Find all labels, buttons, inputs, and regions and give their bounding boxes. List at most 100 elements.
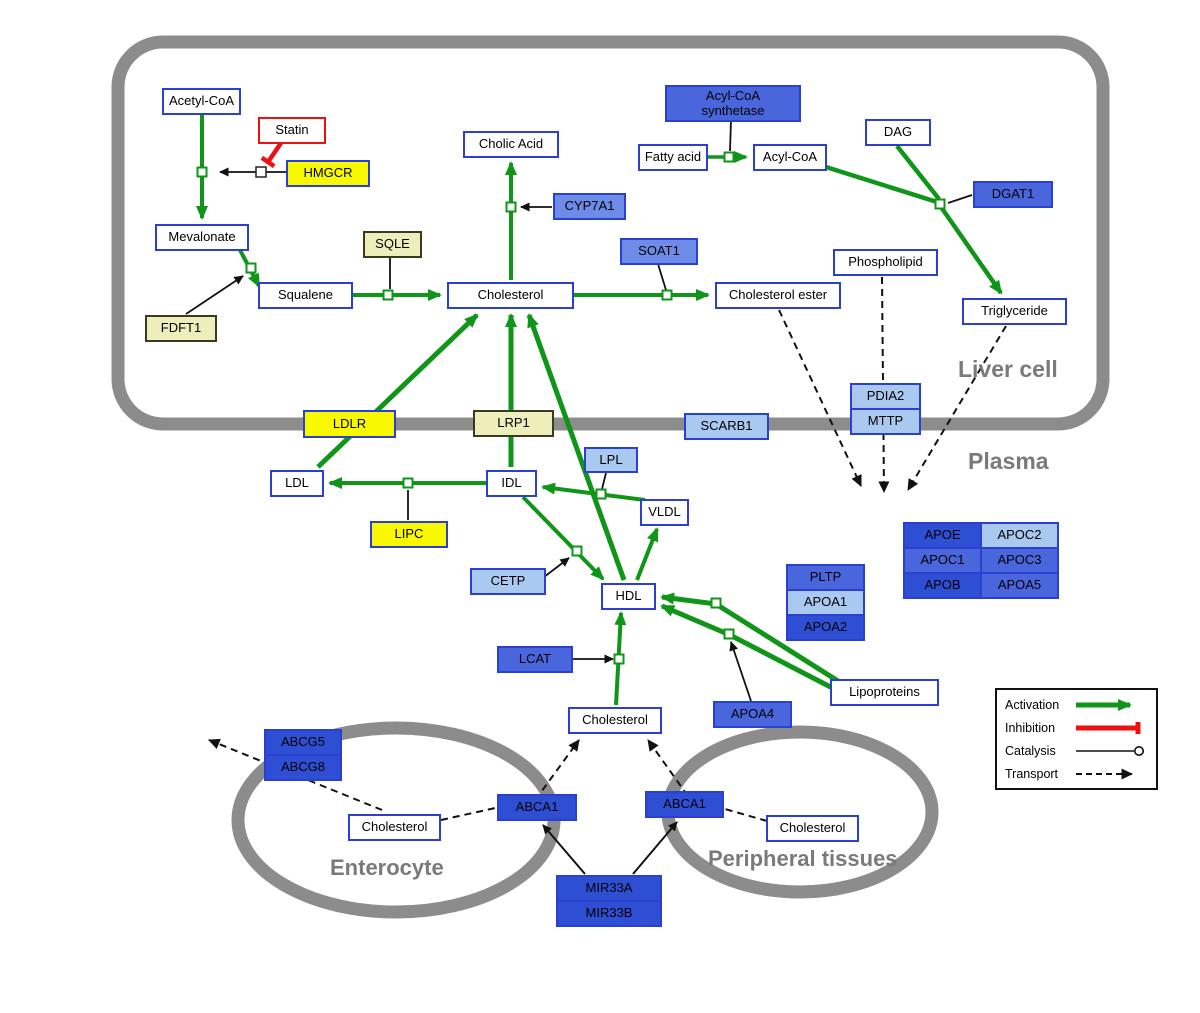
node-phospholipid[interactable]: Phospholipid [833,249,938,276]
node-idl[interactable]: IDL [486,470,537,497]
node-dgat1[interactable]: DGAT1 [973,181,1053,208]
legend-transport-label: Transport [1005,766,1059,781]
node-ldl[interactable]: LDL [270,470,324,497]
node-hdl[interactable]: HDL [601,583,656,610]
reaction-node [934,198,946,210]
edge-ldl-ldlr-cholesterol [316,313,479,469]
node-mir33b[interactable]: MIR33B [556,900,662,927]
node-apoa1[interactable]: APOA1 [786,589,865,616]
edge-cetp-catalysis [543,557,570,578]
edge-hdl-vldl [635,527,659,581]
edge-statin-inhibits-hmgcr [266,141,283,164]
node-apoa4[interactable]: APOA4 [713,701,792,728]
node-cholesterol-ester[interactable]: Cholesterol ester [715,282,841,309]
node-abca1-enterocyte[interactable]: ABCA1 [497,794,577,821]
node-fatty-acid[interactable]: Fatty acid [638,144,708,171]
edge-cholesterolester-plasma [778,309,862,487]
node-scarb1[interactable]: SCARB1 [684,413,769,440]
edge-mir33-abca1-enterocyte [542,824,586,875]
node-pltp[interactable]: PLTP [786,564,865,591]
reaction-node [613,653,625,665]
reaction-node [710,597,722,609]
node-cyp7a1[interactable]: CYP7A1 [553,193,626,220]
node-cholic-acid[interactable]: Cholic Acid [463,131,559,158]
node-mttp[interactable]: MTTP [850,408,921,435]
node-apoe[interactable]: APOE [903,522,982,549]
node-lcat[interactable]: LCAT [497,646,573,673]
node-hmgcr[interactable]: HMGCR [286,160,370,187]
node-acyl-coa-synthetase[interactable]: Acyl-CoA synthetase [665,85,801,122]
node-acyl-coa[interactable]: Acyl-CoA [753,144,827,171]
node-cholesterol-plasma[interactable]: Cholesterol [568,707,662,734]
edge-dag-dgat1-junction [895,144,941,201]
legend-activation-label: Activation [1005,697,1060,712]
node-abcg8[interactable]: ABCG8 [264,754,342,781]
node-fdft1[interactable]: FDFT1 [145,315,217,342]
node-abcg5[interactable]: ABCG5 [264,729,342,756]
edge-mir33-abca1-peripheral [632,821,678,875]
node-triglyceride[interactable]: Triglyceride [962,298,1067,325]
legend: Activation Inhibition Catalysis Transpor… [995,688,1158,790]
node-pdia2[interactable]: PDIA2 [850,383,921,410]
node-mevalonate[interactable]: Mevalonate [155,224,249,251]
node-ldlr[interactable]: LDLR [303,410,396,438]
edge-soat1-catalysis [657,263,667,291]
edge-acylcoa-dgat1-junction [825,164,938,205]
inhibition-tbar-icon [1076,721,1141,734]
edge-hdl-cholesterol [526,313,627,581]
reaction-node [402,477,414,489]
edge-vldl-idl [541,482,646,502]
reaction-node [245,262,257,274]
node-apoa5[interactable]: APOA5 [980,572,1059,599]
node-lrp1[interactable]: LRP1 [473,410,554,437]
inhibition-edges [260,141,283,169]
legend-row-activation: Activation [1005,697,1148,713]
node-lpl[interactable]: LPL [584,447,638,473]
edge-lpl-catalysis [601,472,607,490]
node-acetyl-coa[interactable]: Acetyl-CoA [162,88,241,115]
node-cholesterol-enterocyte[interactable]: Cholesterol [348,814,441,841]
node-vldl[interactable]: VLDL [640,499,689,526]
node-lipc[interactable]: LIPC [370,521,448,548]
node-mir33a[interactable]: MIR33A [556,875,662,902]
edge-dgat1-catalysis [947,194,973,204]
reaction-node [382,289,394,301]
node-cholesterol-liver[interactable]: Cholesterol [447,282,574,309]
node-apoc2[interactable]: APOC2 [980,522,1059,549]
reaction-node [661,289,673,301]
peripheral-tissues-label: Peripheral tissues [708,846,898,871]
transport-dashed-arrow-icon [1076,768,1133,779]
node-apoc1[interactable]: APOC1 [903,547,982,574]
statin-target-node [255,166,267,178]
reaction-node [595,488,607,500]
node-sqle[interactable]: SQLE [363,231,422,258]
legend-row-inhibition: Inhibition [1005,720,1148,736]
liver-cell-membrane [111,35,1110,431]
reaction-node [571,545,583,557]
node-statin[interactable]: Statin [258,117,326,144]
edge-acylcoasynthetase-catalysis [729,119,732,152]
node-squalene[interactable]: Squalene [258,282,353,309]
edge-junction-triglyceride [939,205,1003,295]
node-lipoproteins[interactable]: Lipoproteins [830,679,939,706]
node-abca1-peripheral[interactable]: ABCA1 [645,791,724,818]
edge-idl-hdl [521,495,605,581]
node-apoc3[interactable]: APOC3 [980,547,1059,574]
edge-apoa4-catalysis [729,641,752,702]
node-dag[interactable]: DAG [865,119,931,146]
node-apoa2[interactable]: APOA2 [786,614,865,641]
legend-inhibition-label: Inhibition [1005,720,1056,735]
reaction-node [196,166,208,178]
legend-row-transport: Transport [1005,766,1148,782]
node-apob[interactable]: APOB [903,572,982,599]
inhibition-tbar [260,155,276,169]
edge-peripheral-cholesterol-abca1 [647,739,768,822]
activation-arrow-icon [1076,698,1132,711]
node-cholesterol-peripheral[interactable]: Cholesterol [766,815,859,842]
node-soat1[interactable]: SOAT1 [620,238,698,265]
reaction-nodes [196,151,946,665]
node-cetp[interactable]: CETP [470,568,546,595]
catalysis-circle-icon [1076,745,1144,756]
